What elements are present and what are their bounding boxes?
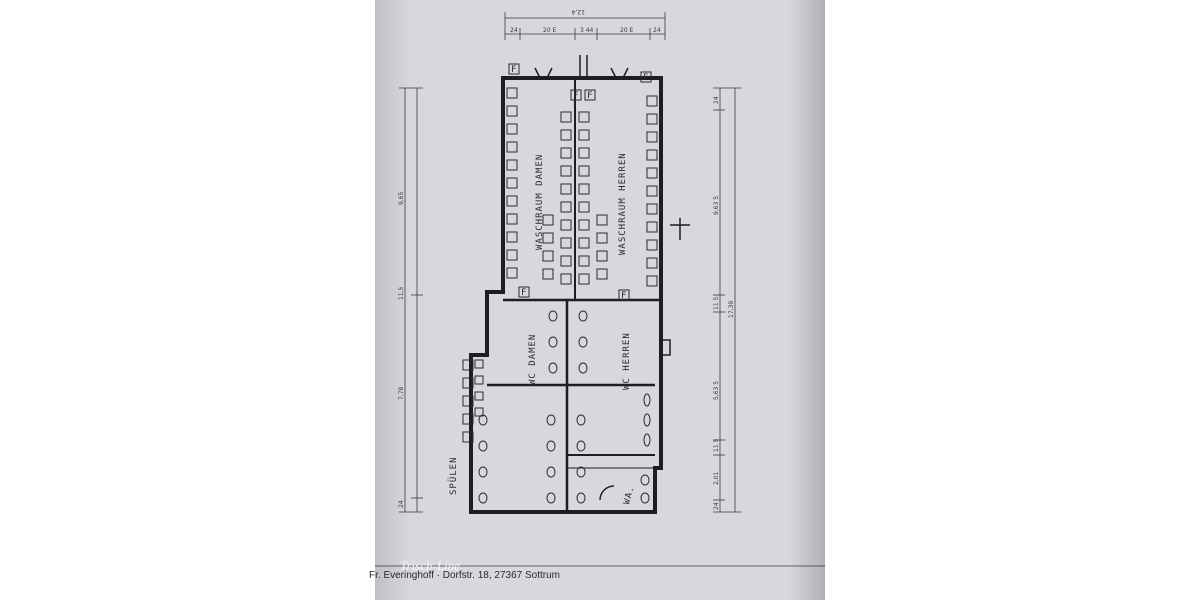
right-dimension-lines [713,87,741,513]
room-label-wc-damen: WC DAMEN [528,334,538,385]
dimension-top-part: 24 [653,27,661,34]
fixture-mark: F [511,65,517,75]
room-label-wa: WA. [622,485,637,506]
room-label-wc-herren: WC HERREN [622,332,632,390]
dimension-top-part: 24 [510,27,518,34]
room-label-waschraum-herren: WASCHRAUM HERREN [618,152,628,255]
dimension-right-part: 5,63 5 [713,381,720,400]
footer-address: Fr. Everinghoff · Dorfstr. 18, 27367 Sot… [369,570,561,581]
fixture-marks: F F F F F F [508,63,652,301]
fixture-mark: F [621,291,627,301]
dimension-right-total: 17,39 [728,301,735,318]
fixture-mark: F [587,91,593,101]
dimension-right-part: 11 5 [713,438,720,452]
dimension-left-part: 7,78 [398,386,405,400]
dimension-top-total: 12,4 [571,8,585,15]
top-dimension-lines [504,12,666,40]
fixture-mark: F [643,73,649,83]
dimension-top-part: 3 44 [580,27,594,34]
wash-basins-centre [560,111,590,285]
dimension-top-part: 20 E [543,27,557,34]
building-walls [469,76,663,514]
fixture-mark: F [521,288,527,298]
floor-plan: F F F F F F WASCHRAUM DAMEN WASCHRAUM HE… [375,8,825,567]
dimension-right-part: 24 [713,502,720,510]
dimension-top-part: 20 E [620,27,634,34]
fixture-mark: F [573,91,579,101]
wash-basins-right [646,95,658,287]
dimension-left-part: 9,65 [398,191,405,205]
left-dimension-lines [399,87,423,513]
dimension-left-part: 11,5 [398,286,405,300]
room-label-spuelen: SPÜLEN [448,456,459,495]
toilets [478,310,651,504]
dimension-right-part: 9,63 5 [713,196,720,215]
shower-cubicles [542,214,608,280]
watermark-text: Trisch-Line [400,558,460,573]
wash-basins-left [506,87,518,279]
dimension-right-part: 2,01 [713,471,720,485]
footer: Fr. Everinghoff · Dorfstr. 18, 27367 Sot… [369,558,825,588]
entrance-markers [534,55,690,501]
room-label-waschraum-damen: WASCHRAUM DAMEN [535,154,545,250]
utility-sinks [462,359,484,443]
dimension-right-part: 11 5 [713,296,720,310]
dimension-right-part: 24 [713,96,720,104]
dimension-left-part: 24 [398,500,405,508]
